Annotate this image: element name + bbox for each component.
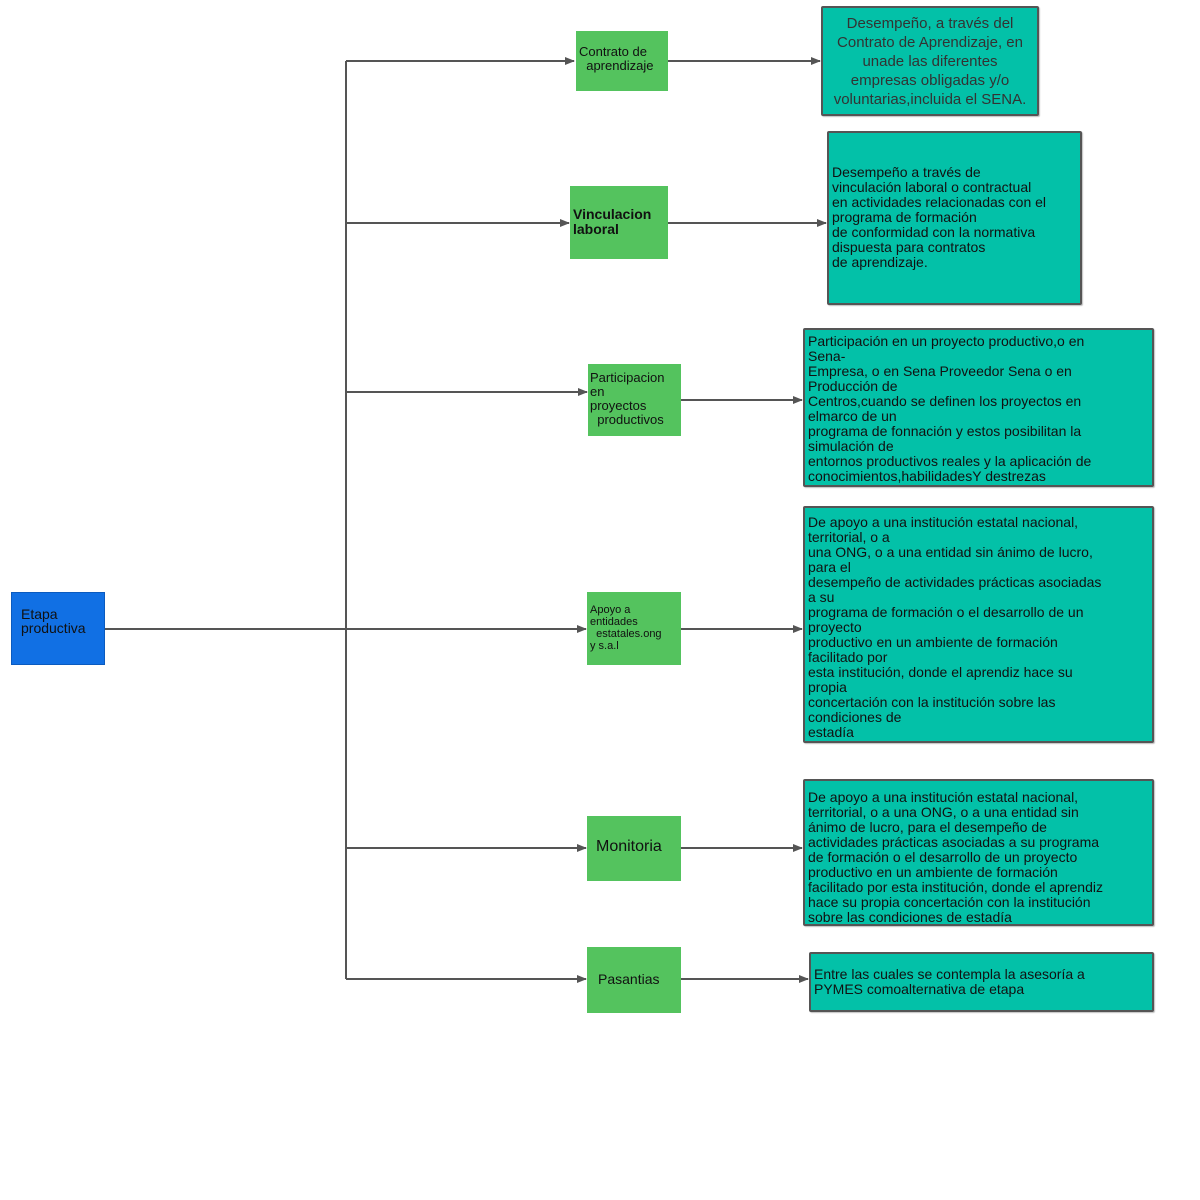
description-box-apoyo: De apoyo a una institución estatal nacio…	[803, 506, 1154, 743]
category-label: Apoyo a entidades estatales.ong y s.a.l	[590, 604, 662, 652]
category-label: Pasantias	[598, 971, 660, 987]
category-node-monitoria: Monitoria	[587, 816, 681, 881]
description-text: Desempeño a través de vinculación labora…	[832, 164, 1047, 270]
category-label: Vinculacion laboral	[573, 206, 652, 237]
description-box-pasantias: Entre las cuales se contempla la asesorí…	[809, 952, 1154, 1012]
description-text: De apoyo a una institución estatal nacio…	[808, 514, 1102, 740]
category-node-contrato: Contrato de aprendizaje	[576, 31, 668, 91]
category-label: Contrato de aprendizaje	[579, 44, 654, 73]
description-box-monitoria: De apoyo a una institución estatal nacio…	[803, 779, 1154, 926]
category-node-vinculacion: Vinculacion laboral	[570, 186, 668, 259]
category-label: Monitoria	[596, 838, 662, 855]
description-text: Desempeño, a través del Contrato de Apre…	[833, 15, 1027, 108]
root-node: Etapa productiva	[11, 592, 105, 665]
description-box-vinculacion: Desempeño a través de vinculación labora…	[827, 131, 1082, 305]
description-text: De apoyo a una institución estatal nacio…	[808, 789, 1103, 925]
category-node-apoyo: Apoyo a entidades estatales.ong y s.a.l	[587, 592, 681, 665]
category-node-participacion: Participacion en proyectos productivos	[588, 364, 681, 436]
description-text: Entre las cuales se contempla la asesorí…	[814, 966, 1085, 997]
description-text: Participación en un proyecto productivo,…	[808, 333, 1092, 484]
root-label: Etapa productiva	[21, 606, 86, 636]
category-label: Participacion en proyectos productivos	[590, 370, 665, 427]
description-box-participacion: Participación en un proyecto productivo,…	[803, 328, 1154, 487]
category-node-pasantias: Pasantias	[587, 947, 681, 1013]
description-box-contrato: Desempeño, a través del Contrato de Apre…	[821, 6, 1039, 116]
